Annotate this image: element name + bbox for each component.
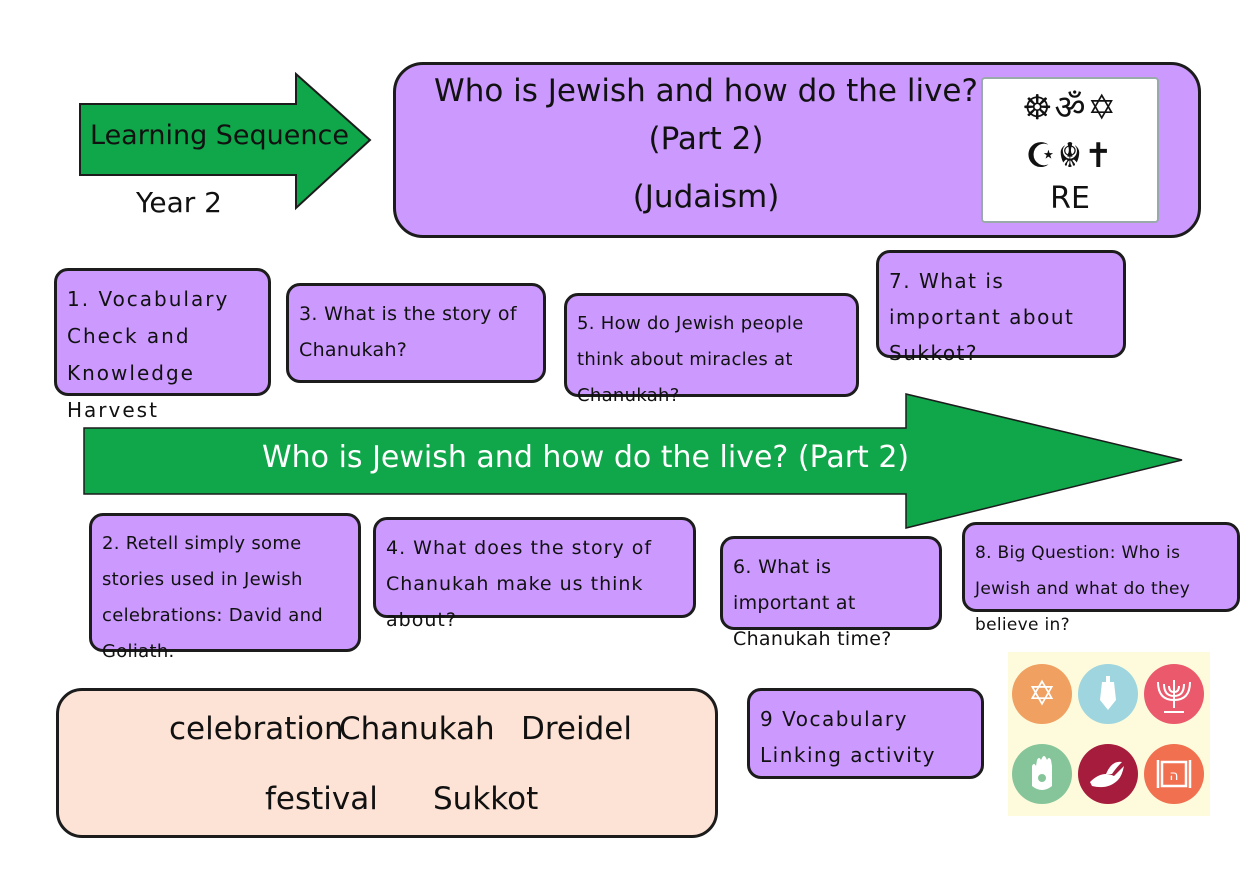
step-6-box: 6. What is important at Chanukah time? [720,536,942,650]
religion-symbols-top-icon: ☸ॐ✡ [1022,88,1118,128]
vocab-word-chanukah: Chanukah [339,711,495,747]
step-8-box: 8. Big Question: Who is Jewish and what … [962,522,1240,635]
vocab-word-festival: festival [265,781,378,817]
vocab-word-celebration: celebration [169,711,344,747]
hamsa-icon [1012,744,1072,804]
step-9-text: 9 Vocabulary Linking activity [760,707,936,767]
year-label: Year 2 [136,186,222,219]
title-line-2: (Part 2) [648,121,764,157]
step-4-text: 4. What does the story of Chanukah make … [386,537,653,631]
dove-icon [1078,744,1138,804]
judaism-icons-panel: ✡ ה [1008,652,1210,816]
step-4-box: 4. What does the story of Chanukah make … [373,517,696,631]
main-sequence-arrow [83,393,1183,529]
step-6-text: 6. What is important at Chanukah time? [733,556,892,650]
scroll-icon: ה [1144,744,1204,804]
re-logo: ☸ॐ✡ ☪☬✝ RE [981,77,1159,223]
religion-symbols-bottom-icon: ☪☬✝ [1025,136,1115,176]
vocabulary-box: celebration Chanukah Dreidel festival Su… [56,688,718,838]
step-8-text: 8. Big Question: Who is Jewish and what … [975,543,1191,635]
main-arrow-label: Who is Jewish and how do the live? (Part… [262,440,910,475]
step-2-box: 2. Retell simply some stories used in Je… [89,513,361,662]
step-7-text: 7. What is important about Sukkot? [889,269,1075,365]
svg-text:ה: ה [1169,768,1178,784]
step-5-box: 5. How do Jewish people think about mira… [564,293,859,406]
dreidel-icon [1078,664,1138,724]
title-line-1: Who is Jewish and how do the live? [434,73,978,109]
step-3-text: 3. What is the story of Chanukah? [299,303,517,361]
step-2-text: 2. Retell simply some stories used in Je… [102,533,324,662]
step-9-box: 9 Vocabulary Linking activity [747,688,984,779]
step-1-text: 1. Vocabulary Check and Knowledge Harves… [67,287,230,422]
step-3-box: 3. What is the story of Chanukah? [286,283,546,383]
learning-sequence-label: Learning Sequence [90,120,349,151]
menorah-icon [1144,664,1204,724]
learning-sequence-arrow [79,72,372,211]
title-line-3: (Judaism) [632,179,780,215]
step-1-box: 1. Vocabulary Check and Knowledge Harves… [54,268,271,422]
step-5-text: 5. How do Jewish people think about mira… [577,313,804,406]
star-of-david-icon: ✡ [1012,664,1072,724]
vocab-word-sukkot: Sukkot [433,781,539,817]
step-7-box: 7. What is important about Sukkot? [876,250,1126,365]
re-label: RE [1050,181,1090,216]
vocab-word-dreidel: Dreidel [521,711,632,747]
title-box: Who is Jewish and how do the live? (Part… [393,62,1201,238]
